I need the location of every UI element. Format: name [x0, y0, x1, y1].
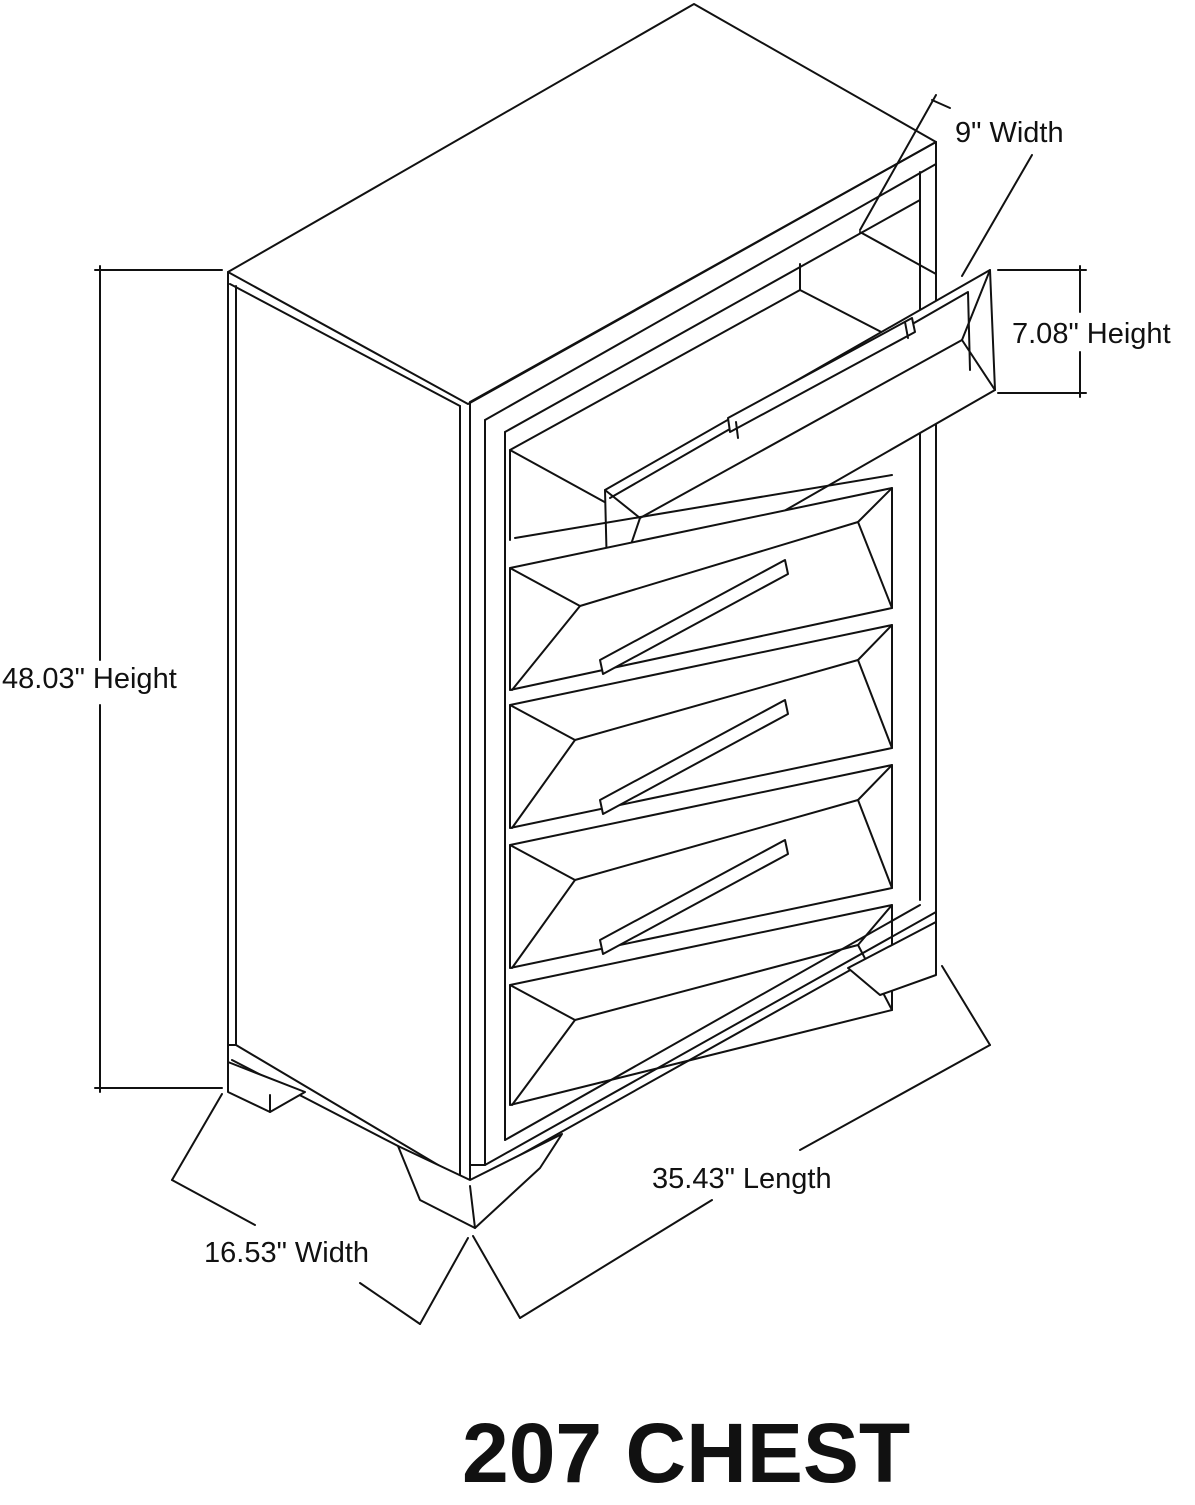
drawer-3: [509, 624, 893, 829]
dimension-drawer-height: [997, 265, 1087, 398]
drawer-4: [509, 764, 893, 969]
drawer-3-handle: [599, 699, 789, 815]
drawer-height-label: 7.08" Height: [1012, 318, 1171, 350]
diagram-title: 207 CHEST: [462, 1406, 910, 1500]
top-drawer-handle: [727, 317, 916, 439]
depth-width-label: 16.53" Width: [204, 1237, 369, 1269]
dimension-depth-width: [171, 1093, 469, 1325]
dimension-drawer-width: [859, 94, 1033, 277]
drawer-4-handle: [599, 839, 789, 955]
chest-front-frame: [469, 141, 937, 1166]
chest-side-panel: [227, 271, 471, 1181]
overall-height-label: 48.03" Height: [2, 663, 177, 695]
chest-base: [227, 904, 937, 1183]
drawer-2-handle: [599, 559, 789, 675]
dimension-overall-height: [94, 265, 223, 1093]
length-label: 35.43" Length: [652, 1163, 832, 1195]
drawer-2: [509, 474, 893, 691]
dimension-length: [472, 965, 991, 1319]
drawer-width-label: 9" Width: [955, 117, 1064, 149]
chest-feet: [227, 921, 937, 1229]
